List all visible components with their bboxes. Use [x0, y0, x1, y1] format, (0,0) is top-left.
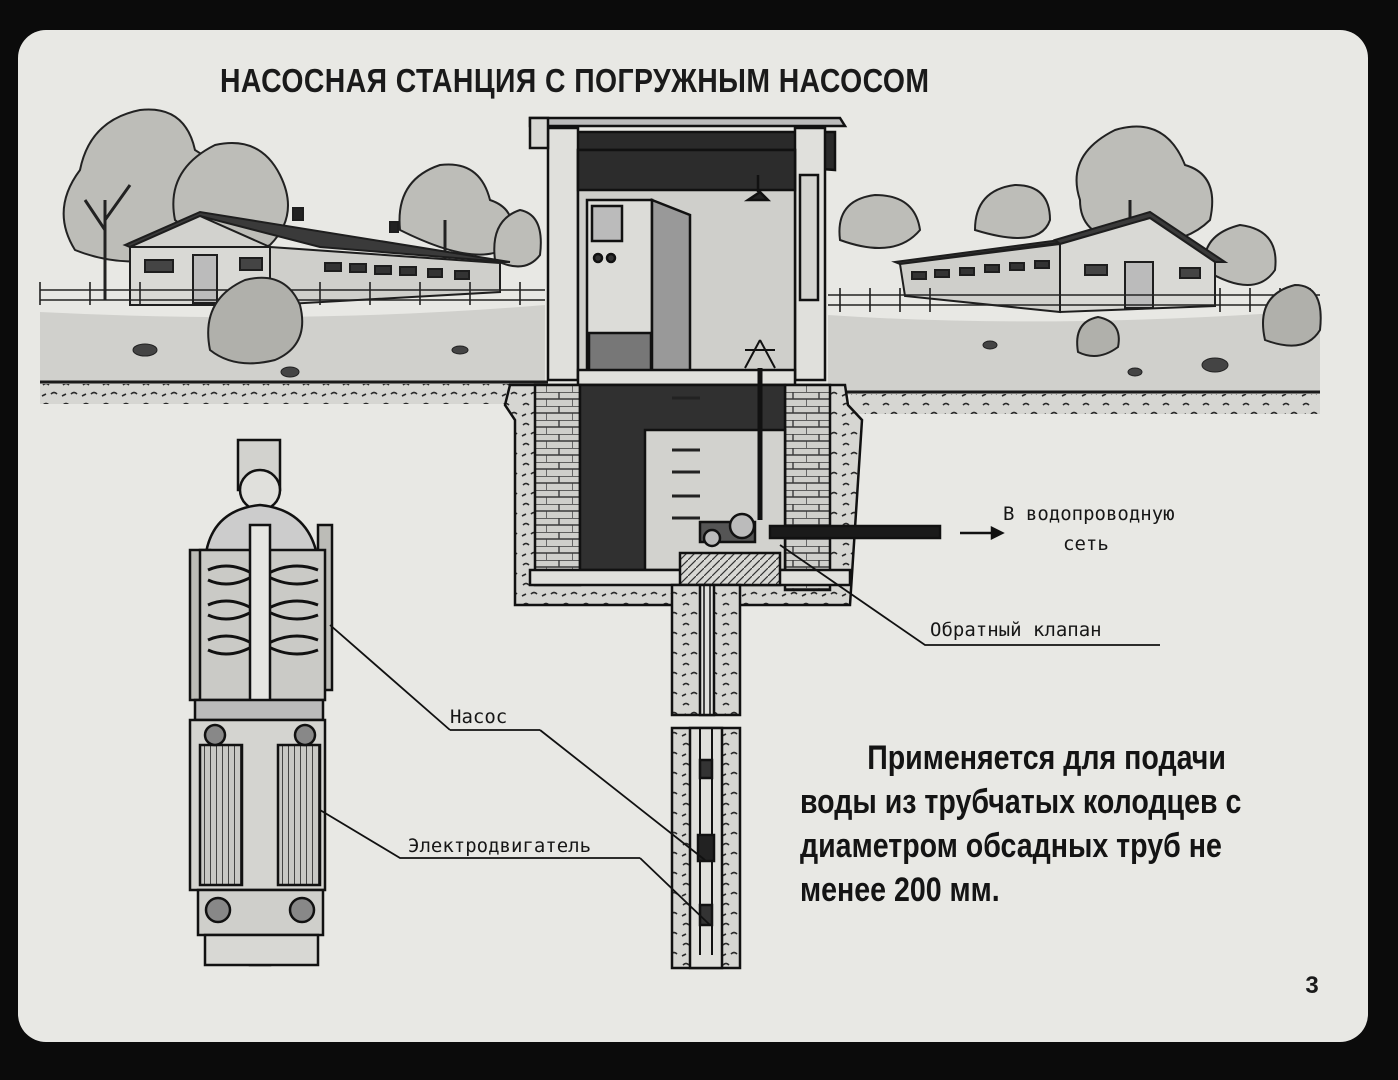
bush-icon: [1262, 283, 1322, 347]
underground-chamber: [503, 368, 1005, 607]
pump-house: [528, 116, 848, 387]
pump-label: Насос: [450, 706, 508, 728]
leader-lines: [319, 544, 1160, 926]
pump-leader: [329, 624, 706, 861]
slide-title: НАСОСНАЯ СТАНЦИЯ С ПОГРУЖНЫМ НАСОСОМ: [220, 62, 930, 99]
page-number: 3: [1305, 972, 1319, 999]
description-line: Применяется для подачи: [867, 739, 1226, 777]
bush-icon: [1076, 315, 1120, 357]
bush-icon: [207, 276, 304, 365]
water-network-label-line2: сеть: [1063, 533, 1109, 555]
left-landscape: [39, 108, 548, 404]
motor-leader: [319, 809, 711, 926]
motor-label: Электродвигатель: [408, 835, 592, 857]
description-line: диаметром обсадных труб не: [800, 827, 1222, 865]
right-landscape: [828, 125, 1322, 414]
description: Применяется для подачи воды из трубчатых…: [800, 736, 1312, 912]
tree-icon: [838, 125, 1277, 300]
check-valve-label: Обратный клапан: [930, 619, 1102, 641]
pump-cross-section: [188, 438, 334, 967]
description-line: менее 200 мм.: [800, 871, 1000, 909]
right-ground: [828, 310, 1320, 395]
water-network-label-line1: В водопроводную: [1003, 503, 1175, 525]
check-valve-leader: [779, 544, 1160, 646]
well-casing: [670, 583, 742, 970]
description-line: воды из трубчатых колодцев с: [800, 783, 1242, 821]
